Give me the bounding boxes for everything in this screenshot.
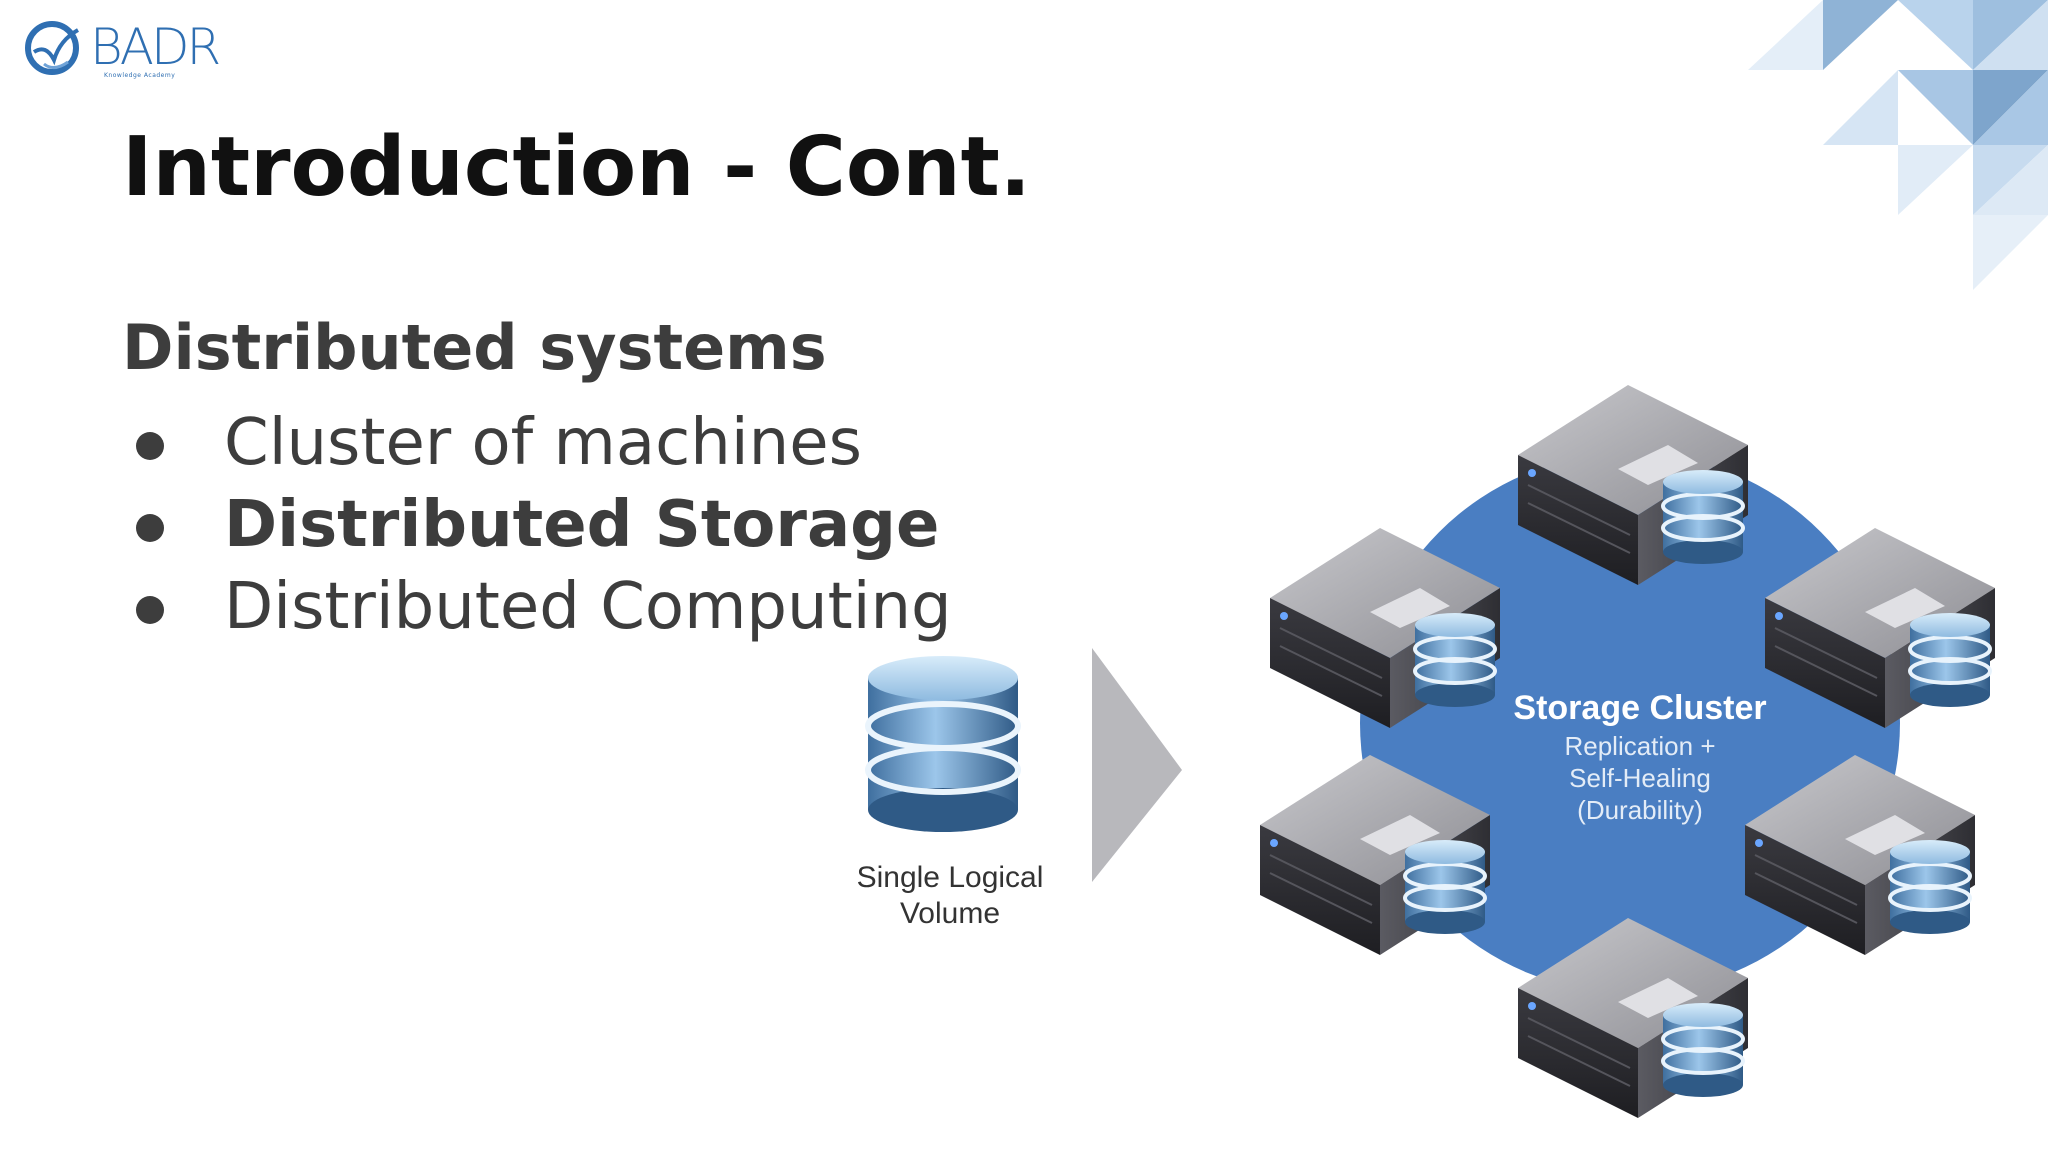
corner-triangles-decoration — [1748, 0, 2048, 290]
badr-logo: BADR Knowledge Academy — [24, 16, 221, 86]
cluster-sub-line3: (Durability) — [1577, 795, 1703, 825]
bullet-item-storage: Distributed Storage — [122, 484, 952, 566]
logo-subtext: Knowledge Academy — [104, 72, 176, 79]
bullet-text: Distributed Storage — [224, 488, 940, 562]
logo-emblem-icon — [25, 21, 80, 75]
logo-text: BADR — [90, 18, 221, 76]
bullet-item-cluster: Cluster of machines — [122, 402, 952, 484]
single-volume-label: Single Logical Volume — [840, 860, 1060, 932]
storage-diagram-graphic — [865, 370, 2020, 1120]
bullet-text: Distributed Computing — [224, 570, 952, 644]
cluster-sub-line1: Replication + — [1564, 731, 1716, 761]
single-volume-label-line2: Volume — [899, 897, 1001, 930]
cluster-sub-line2: Self-Healing — [1569, 763, 1711, 793]
bullet-dot-icon — [136, 514, 164, 542]
single-volume-label-line1: Single Logical — [856, 861, 1044, 894]
slide-title: Introduction - Cont. — [122, 120, 1031, 215]
cluster-subtitle: Replication + Self-Healing (Durability) — [1460, 730, 1820, 826]
bullet-dot-icon — [136, 432, 164, 460]
bullet-item-computing: Distributed Computing — [122, 566, 952, 648]
storage-diagram: Single Logical Volume Storage Cluster Re… — [820, 370, 2020, 1120]
bullet-dot-icon — [136, 596, 164, 624]
arrow-right-icon — [1092, 648, 1182, 882]
cluster-title: Storage Cluster — [1513, 689, 1767, 727]
bullet-list: Cluster of machines Distributed Storage … — [122, 402, 952, 648]
bullet-text: Cluster of machines — [224, 406, 862, 480]
single-volume-db-icon — [865, 656, 1021, 832]
slide-subtitle: Distributed systems — [122, 311, 827, 384]
